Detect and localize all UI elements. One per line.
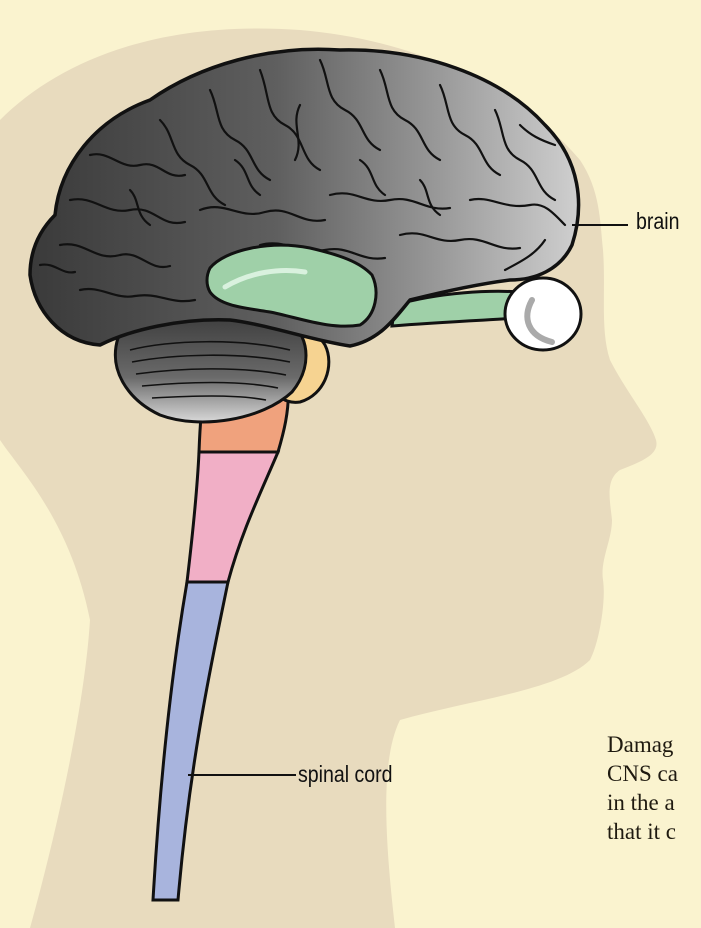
caption-text: Damag CNS ca in the a that it c [607, 730, 678, 846]
spinal-cord-label: spinal cord [298, 761, 393, 788]
caption-line: that it c [607, 817, 678, 846]
brain-label: brain [636, 208, 679, 235]
caption-line: CNS ca [607, 759, 678, 788]
caption-line: in the a [607, 788, 678, 817]
caption-line: Damag [607, 730, 678, 759]
